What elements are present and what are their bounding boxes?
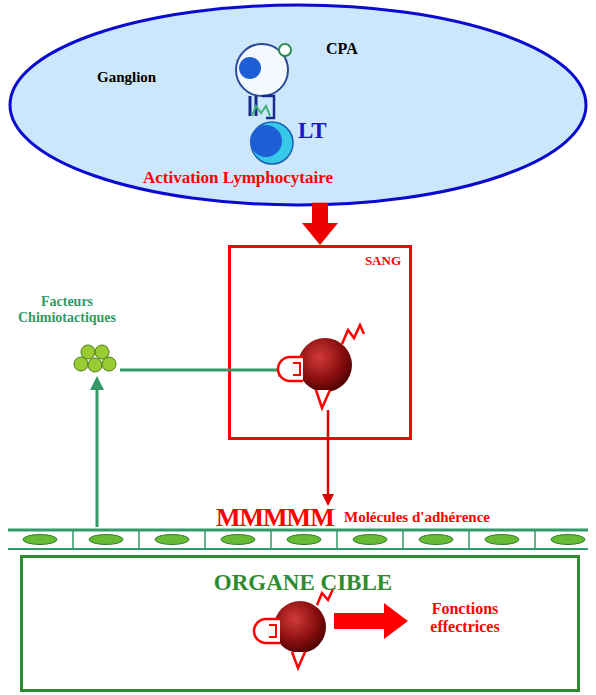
organ-lymphocyte <box>254 589 408 668</box>
endothelium <box>8 530 588 549</box>
migration-arrow <box>322 410 334 506</box>
lymph-node-ellipse: CPA GanglionLT Activation Lymphocytaire <box>8 3 588 207</box>
adhesion-molecule-symbols: MMMMM <box>216 503 334 533</box>
cell-label: LT <box>298 118 327 144</box>
region-title: ORGANE CIBLE <box>214 570 392 596</box>
green-arrows <box>90 363 292 527</box>
cell-label: CPA <box>326 40 358 58</box>
lt-cell <box>250 122 293 164</box>
annotation: Facteurs Chimiotactiques <box>12 294 122 326</box>
blood-lymphocyte <box>278 325 364 408</box>
process-label: Activation Lymphocytaire <box>143 168 333 188</box>
activation-arrow <box>302 203 338 245</box>
region-label: SANG <box>365 254 401 269</box>
annotation: Molécules d'adhérence <box>344 509 490 526</box>
function-label: Fonctions effectrices <box>415 600 515 637</box>
region-label: Ganglion <box>97 69 156 86</box>
chemotactic-dots <box>74 345 116 372</box>
cpa-cell <box>236 44 291 118</box>
